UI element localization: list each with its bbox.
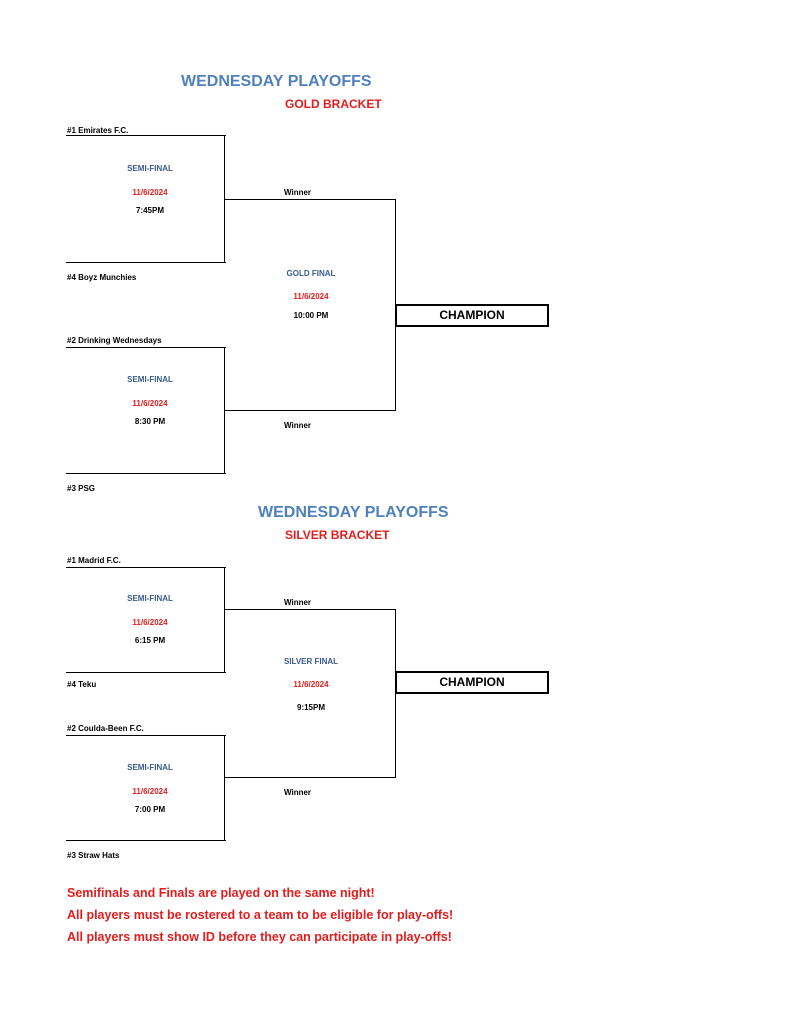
silver-semi2-bottom-line [66, 840, 226, 841]
silver-semi1-label: SEMI-FINAL [127, 594, 173, 603]
gold-semi2-right-line [224, 347, 225, 474]
silver-title: WEDNESDAY PLAYOFFS [258, 504, 449, 521]
gold-final-date: 11/6/2024 [293, 292, 329, 301]
silver-final-time: 9:15PM [296, 703, 326, 712]
silver-team-4: #4 Teku [67, 680, 97, 689]
note-line-1: Semifinals and Finals are played on the … [67, 886, 375, 900]
silver-subtitle: SILVER BRACKET [285, 528, 390, 542]
silver-semi1-top-line [66, 567, 226, 568]
silver-final-date: 11/6/2024 [293, 680, 329, 689]
gold-semi1-time: 7:45PM [135, 206, 165, 215]
silver-semi2-time: 7:00 PM [134, 805, 166, 814]
gold-winner-bottom-line [224, 410, 396, 411]
gold-semi1-bottom-line [66, 262, 226, 263]
silver-champion-box: CHAMPION [395, 671, 549, 694]
note-line-2: All players must be rostered to a team t… [67, 908, 454, 922]
gold-semi2-time: 8:30 PM [134, 417, 166, 426]
gold-final-time: 10:00 PM [293, 311, 329, 320]
silver-team-1: #1 Madrid F.C. [67, 556, 121, 565]
gold-semi1-top-line [66, 135, 226, 136]
silver-semi2-right-line [224, 735, 225, 841]
silver-team-3: #3 Straw Hats [67, 851, 120, 860]
silver-semi2-top-line [66, 735, 226, 736]
gold-team-3: #3 PSG [67, 484, 96, 493]
gold-semi1-date: 11/6/2024 [132, 188, 168, 197]
gold-winner-top-line [224, 199, 396, 200]
gold-subtitle: GOLD BRACKET [285, 97, 382, 111]
gold-title: WEDNESDAY PLAYOFFS [181, 73, 372, 90]
silver-team-2: #2 Coulda-Been F.C. [67, 724, 144, 733]
silver-semi1-bottom-line [66, 672, 226, 673]
gold-semi1-label: SEMI-FINAL [127, 164, 173, 173]
gold-final-label: GOLD FINAL [286, 269, 336, 278]
gold-semi2-label: SEMI-FINAL [127, 375, 173, 384]
silver-final-label: SILVER FINAL [283, 657, 339, 666]
gold-winner-bottom: Winner [284, 421, 312, 430]
silver-semi1-date: 11/6/2024 [132, 618, 168, 627]
gold-team-2: #2 Drinking Wednesdays [67, 336, 162, 345]
silver-winner-bottom-line [224, 777, 396, 778]
silver-semi2-label: SEMI-FINAL [127, 763, 173, 772]
silver-winner-top-line [224, 609, 396, 610]
silver-winner-top: Winner [284, 598, 312, 607]
gold-semi2-date: 11/6/2024 [132, 399, 168, 408]
gold-champion-box: CHAMPION [395, 304, 549, 327]
silver-semi1-time: 6:15 PM [134, 636, 166, 645]
note-line-3: All players must show ID before they can… [67, 930, 452, 944]
silver-semi1-right-line [224, 567, 225, 673]
silver-winner-bottom: Winner [284, 788, 312, 797]
gold-team-4: #4 Boyz Munchies [67, 273, 137, 282]
gold-semi2-top-line [66, 347, 226, 348]
gold-semi2-bottom-line [66, 473, 226, 474]
silver-semi2-date: 11/6/2024 [132, 787, 168, 796]
gold-winner-top: Winner [284, 188, 312, 197]
gold-team-1: #1 Emirates F.C. [67, 126, 129, 135]
